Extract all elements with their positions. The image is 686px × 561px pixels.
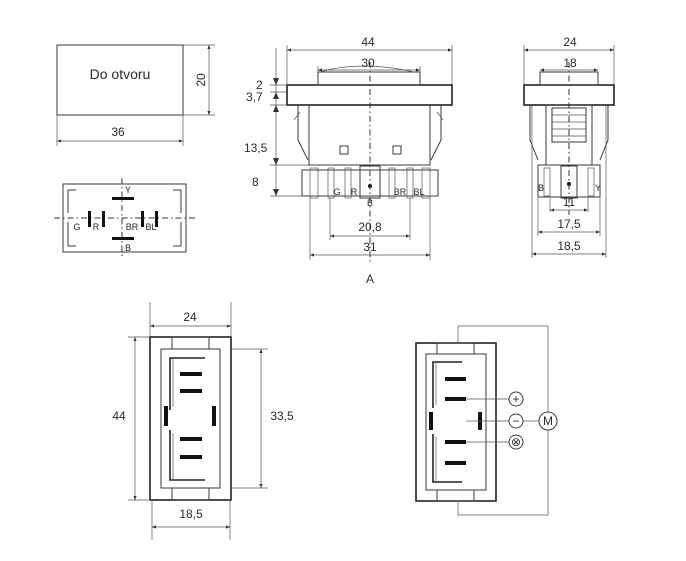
dim-front-31: 31 bbox=[363, 240, 377, 254]
front-pin-g: G bbox=[333, 187, 340, 197]
dim-side-175: 17,5 bbox=[557, 217, 581, 231]
bottom-left-view: 24 44 33,5 18,5 bbox=[112, 302, 294, 540]
dim-bl-44: 44 bbox=[112, 409, 126, 423]
side-view: B Y 24 18 11 17,5 18,5 bbox=[523, 35, 615, 258]
dim-side-11: 11 bbox=[563, 195, 576, 209]
wiring-outer-frame bbox=[415, 342, 497, 502]
rocker-top bbox=[317, 71, 421, 86]
front-pin-r: R bbox=[351, 187, 358, 197]
terminal-plus bbox=[508, 391, 524, 407]
dim-front-8: 8 bbox=[252, 175, 259, 189]
front-body bbox=[308, 105, 431, 166]
front-view: G R B BR BL 44 30 2 3,7 13,5 8 20,8 bbox=[244, 35, 453, 286]
dim-front-135: 13,5 bbox=[244, 141, 268, 155]
dim-bl-24: 24 bbox=[183, 310, 197, 324]
pin-label-r: R bbox=[93, 222, 100, 232]
terminal-minus-label: − bbox=[512, 414, 519, 428]
pin-label-g: G bbox=[73, 222, 80, 232]
wire-bottom bbox=[457, 430, 549, 516]
pin-label-y: Y bbox=[125, 185, 131, 195]
dim-front-208: 20,8 bbox=[358, 220, 382, 234]
dim-side-18: 18 bbox=[563, 56, 577, 70]
dim-side-24: 24 bbox=[563, 35, 577, 49]
front-pin-br: BR bbox=[394, 187, 407, 197]
dim-width-36: 36 bbox=[111, 125, 125, 139]
outline-view: Do otvoru 20 36 bbox=[56, 44, 215, 146]
dim-bl-185: 18,5 bbox=[179, 507, 203, 521]
pin-label-br: BR bbox=[126, 222, 139, 232]
dim-front-30: 30 bbox=[361, 56, 375, 70]
dim-side-185: 18,5 bbox=[557, 239, 581, 253]
motor-label: M bbox=[543, 414, 553, 428]
motor-symbol bbox=[538, 411, 558, 431]
dim-front-2: 2 bbox=[256, 78, 263, 92]
wiring-view: + − ⊗ M bbox=[415, 325, 558, 516]
side-terminal-block bbox=[537, 164, 601, 198]
pin-layout-view: G R BR BL Y B bbox=[54, 178, 196, 256]
terminal-minus bbox=[508, 413, 524, 429]
section-label-a: A bbox=[366, 272, 374, 286]
pin-label-b: B bbox=[125, 243, 131, 253]
terminal-plus-label: + bbox=[512, 392, 519, 406]
dim-height-20: 20 bbox=[194, 73, 208, 87]
dim-bl-335: 33,5 bbox=[270, 409, 294, 423]
dim-front-44: 44 bbox=[361, 35, 375, 49]
hole-label: Do otvoru bbox=[90, 66, 151, 82]
dim-front-37: 3,7 bbox=[246, 90, 263, 104]
cutout-rectangle bbox=[56, 44, 184, 116]
terminal-cross bbox=[508, 434, 524, 450]
side-pin-b: B bbox=[538, 183, 544, 193]
terminal-cross-label: ⊗ bbox=[511, 435, 521, 449]
bl-outer-frame bbox=[149, 336, 232, 501]
front-pin-bl: BL bbox=[413, 187, 424, 197]
wire-top bbox=[458, 325, 549, 412]
pin-label-bl: BL bbox=[145, 222, 156, 232]
side-pin-y: Y bbox=[595, 183, 601, 193]
